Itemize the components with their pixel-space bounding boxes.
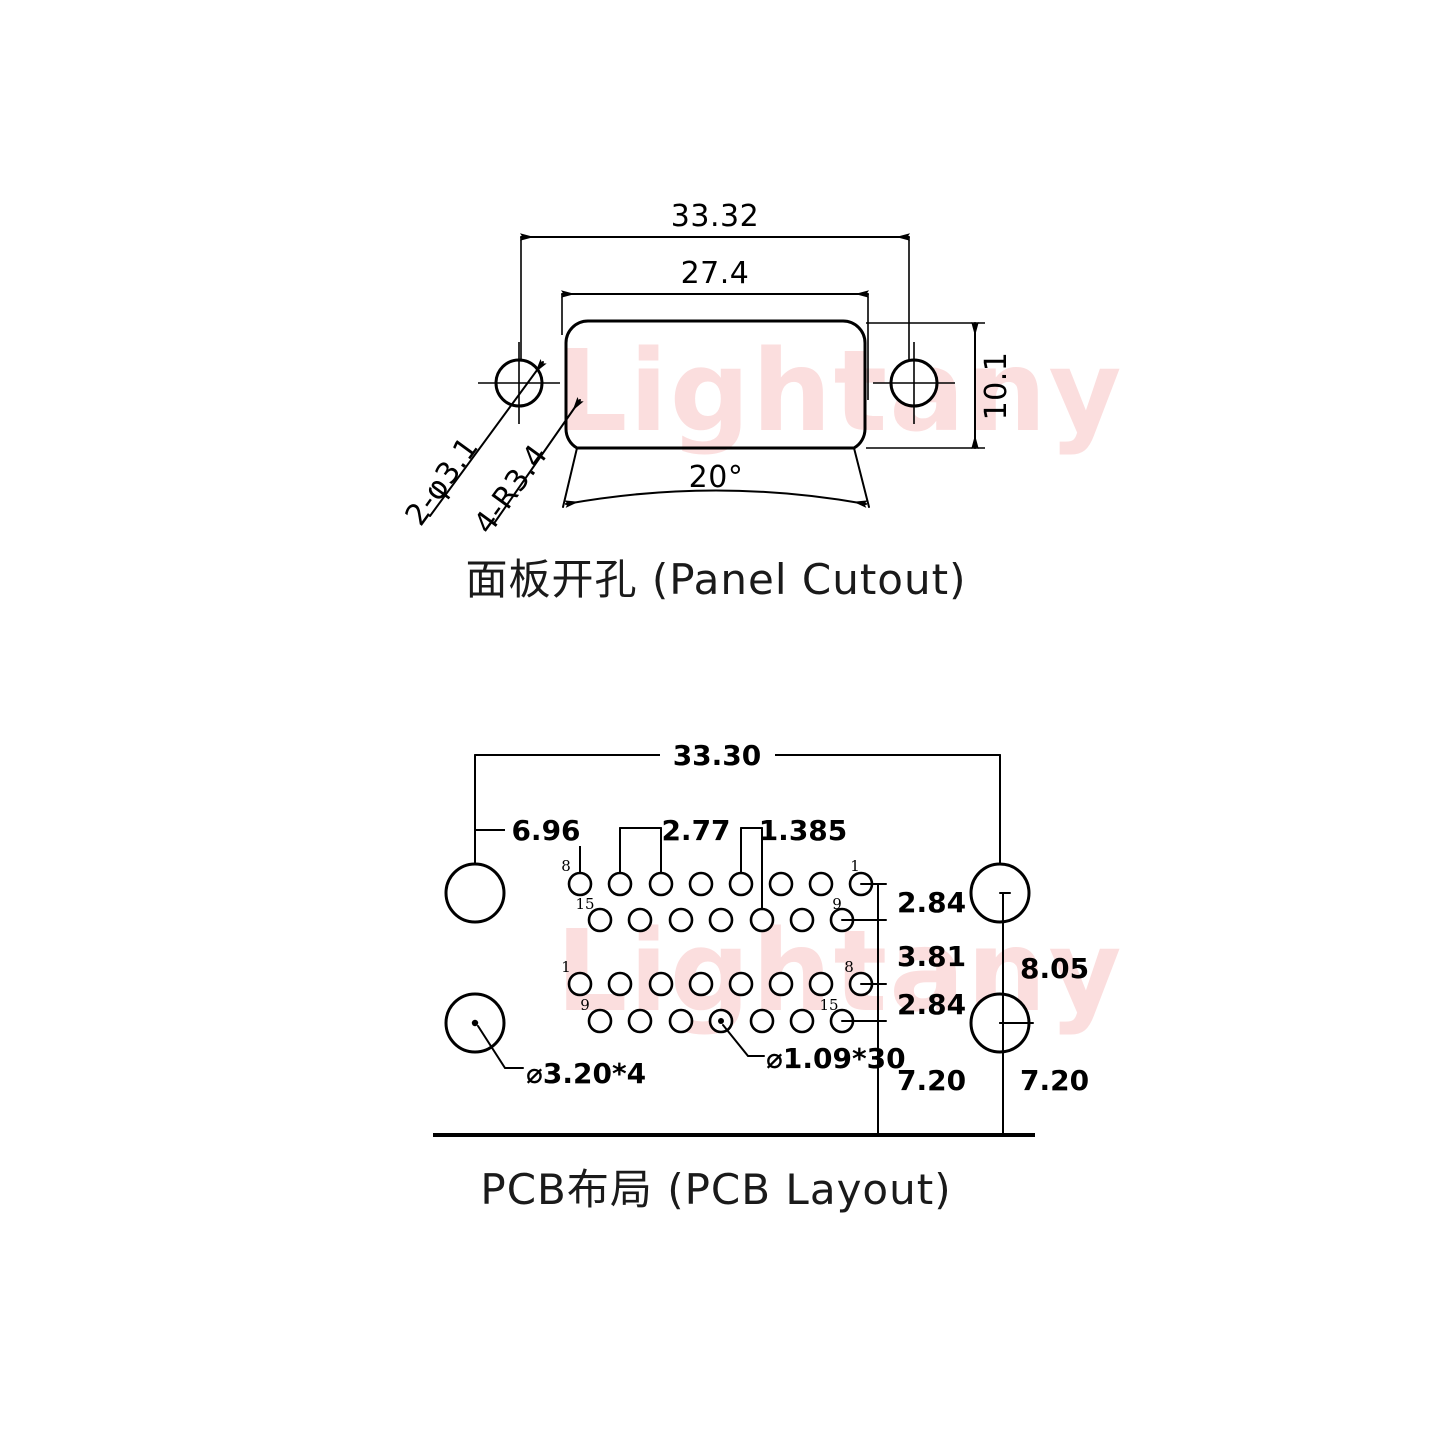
pin-row-2-right-label: 9 [832, 895, 842, 913]
dim-label-bottom-offset-inner: 7.20 [897, 1064, 966, 1097]
pin-row-1-left-label: 8 [561, 857, 571, 875]
dim-label-696: 6.96 [511, 814, 580, 847]
pcb-pin-row-4: 9 15 [580, 996, 855, 1034]
panel-mount-hole-right [873, 342, 955, 424]
watermark-panel: Lightany [556, 327, 1124, 457]
dim-label-805: 8.05 [1020, 952, 1089, 985]
pin-row-3-left-label: 1 [561, 958, 571, 976]
pin-row-1-right-label: 1 [850, 857, 860, 875]
panel-cutout-caption: 面板开孔 (Panel Cutout) [466, 555, 967, 604]
panel-mount-hole-left [478, 342, 560, 424]
cutout-outline [564, 319, 867, 450]
pcb-mount-hole-top-left [444, 862, 506, 924]
dim-label-20deg: 20° [689, 460, 744, 495]
dim-chain-mount-holes: 8.05 7.20 [999, 892, 1089, 1136]
dim-cutout-width-274: 27.4 [561, 256, 869, 400]
pin-row-4-right-label: 15 [819, 996, 838, 1014]
dim-edge-to-pin-696: 6.96 [474, 814, 585, 885]
dim-label-274: 27.4 [681, 256, 750, 291]
dim-label-row-gap-top: 2.84 [897, 886, 966, 919]
pcb-pin-row-3: 1 8 [561, 958, 874, 997]
pin-row-3-right-label: 8 [844, 958, 854, 976]
pin-row-4-left-label: 9 [580, 996, 590, 1014]
dim-cutout-height-101: 10.1 [866, 322, 1014, 449]
dim-label-bottom-offset-outer: 7.20 [1020, 1064, 1089, 1097]
pcb-layout-caption: PCB布局 (PCB Layout) [480, 1165, 951, 1214]
callout-label-phi109: ⌀1.09*30 [766, 1042, 906, 1075]
dim-label-row-gap-bottom: 2.84 [897, 988, 966, 1021]
pcb-pin-row-1: 8 1 [561, 857, 874, 897]
dim-label-row-gap-mid: 3.81 [897, 940, 966, 973]
pcb-mount-hole-bottom-left [444, 992, 506, 1054]
callout-label-phi320: ⌀3.20*4 [526, 1057, 646, 1090]
dim-overall-width-3332: 33.32 [520, 199, 910, 370]
pin-row-2-left-label: 15 [575, 895, 594, 913]
dim-label-3332: 33.32 [671, 199, 759, 234]
dim-chain-rows: 2.84 3.81 2.84 7.20 [841, 883, 966, 1136]
pcb-layout-drawing: 33.30 6.96 2.77 1.385 [433, 739, 1089, 1137]
dim-label-3330: 33.30 [673, 739, 762, 772]
callout-pcb-pin-hole: ⌀1.09*30 [722, 1024, 906, 1075]
dim-label-101: 10.1 [979, 352, 1014, 421]
callout-pcb-mount-hole: ⌀3.20*4 [477, 1025, 646, 1090]
dim-pin-pitch-277: 2.77 [619, 814, 731, 885]
dim-pcb-width-3330: 33.30 [474, 739, 1001, 894]
dim-label-1385: 1.385 [759, 814, 848, 847]
dim-chamfer-angle-20: 20° [562, 447, 870, 508]
dim-pin-stagger-1385: 1.385 [740, 814, 848, 921]
dim-label-277: 2.77 [661, 814, 730, 847]
